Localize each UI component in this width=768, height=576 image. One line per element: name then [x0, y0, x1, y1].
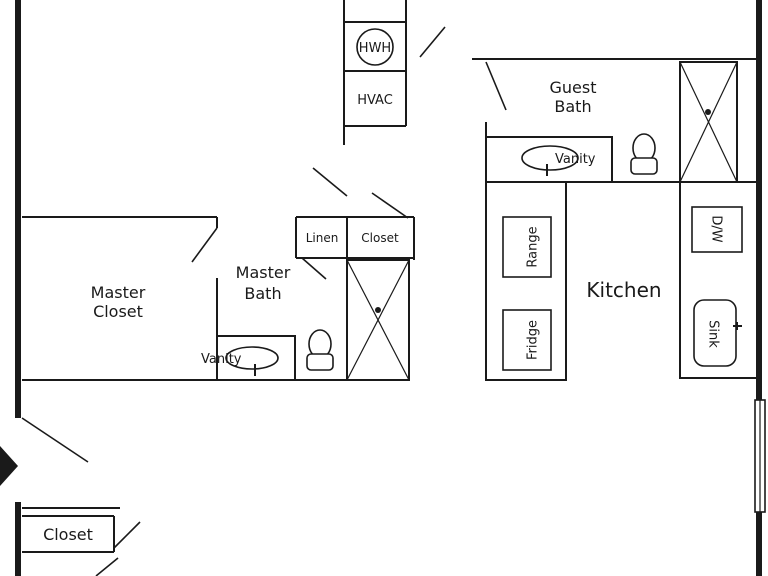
linen-label: Linen	[306, 231, 339, 245]
master-closet-label-line2: Closet	[93, 302, 143, 321]
utility-column	[343, 0, 446, 145]
guest-vanity-label: Vanity	[555, 152, 596, 167]
window	[754, 399, 766, 513]
kitchen	[485, 181, 760, 381]
master-toilet-icon	[306, 329, 334, 371]
entry-arrow-icon	[0, 446, 18, 486]
master-closet-label-line1: Master	[91, 283, 146, 302]
hvac-label: HVAC	[357, 93, 393, 108]
guest-sink-icon	[521, 145, 579, 176]
master-bath-label-line2: Bath	[244, 284, 281, 303]
master-shower	[346, 259, 410, 381]
closet-top-label: Closet	[361, 231, 399, 245]
guest-bath-label-line1: Guest	[550, 78, 597, 97]
master-bath-label-line1: Master	[236, 263, 291, 282]
closet-bottom-label: Closet	[43, 525, 93, 544]
entry-closet	[22, 507, 141, 576]
kitchen-label: Kitchen	[586, 278, 661, 302]
fridge-label: Fridge	[526, 320, 541, 360]
hwh-label: HWH	[359, 41, 391, 56]
linen-closet-block	[295, 167, 415, 280]
guest-bath-label-line2: Bath	[554, 97, 591, 116]
guest-toilet-icon	[630, 133, 658, 175]
master-sink-icon	[225, 346, 279, 376]
dishwasher-label: D/W	[709, 215, 724, 242]
guest-bath	[472, 58, 759, 183]
master-suite-walls	[22, 216, 409, 381]
sink-label: Sink	[706, 320, 721, 348]
range-label: Range	[526, 226, 541, 267]
master-vanity-label: Vanity	[201, 352, 242, 367]
